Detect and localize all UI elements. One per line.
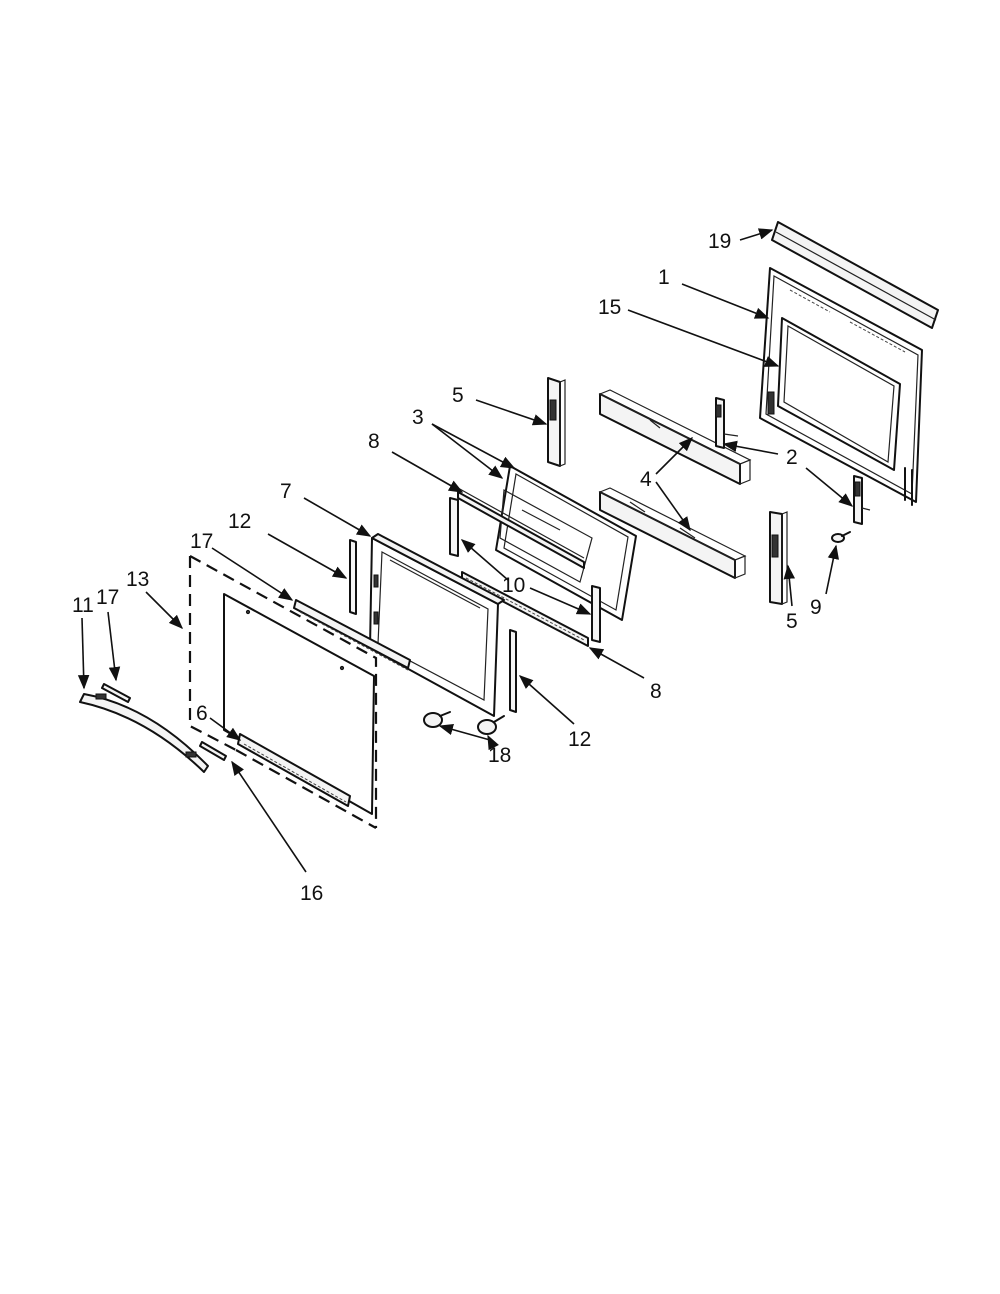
callout-8-lower: 8 <box>650 680 662 703</box>
part-13-door-front-glass <box>223 593 375 815</box>
part-10-spacer-strip-right <box>591 585 601 643</box>
part-19-top-trim <box>771 221 939 329</box>
callout-11: 11 <box>72 594 94 617</box>
callout-4: 4 <box>640 468 652 491</box>
part-1-outer-door-panel <box>759 267 923 506</box>
callout-12-right: 12 <box>568 728 591 751</box>
part-18-screw-left <box>423 711 451 728</box>
leader-lines <box>77 228 854 873</box>
callout-labels: 19 1 15 5 3 8 4 2 7 12 17 13 11 17 10 5 … <box>72 230 822 905</box>
part-12-side-trim-left <box>349 539 357 615</box>
part-8-glass-retainer-upper <box>457 487 585 569</box>
callout-15: 15 <box>598 296 621 319</box>
callout-7: 7 <box>280 480 292 503</box>
part-4-spacer-bar-upper <box>598 389 752 485</box>
callout-8-upper: 8 <box>368 430 380 453</box>
part-12-side-trim-right <box>509 629 517 713</box>
callout-3: 3 <box>412 406 424 429</box>
part-10-spacer-strip-left <box>449 497 459 557</box>
part-5-hinge-bracket-lower <box>769 511 788 605</box>
callout-17-upper: 17 <box>190 530 213 553</box>
callout-5-upper: 5 <box>452 384 464 407</box>
part-16-trim-strip <box>199 741 227 761</box>
part-5-hinge-bracket-upper <box>547 377 566 467</box>
part-7-inner-door-frame <box>369 533 505 717</box>
part-2-hinge-upper <box>715 397 739 449</box>
callout-9: 9 <box>810 596 822 619</box>
callout-19: 19 <box>708 230 731 253</box>
callout-1: 1 <box>658 266 670 289</box>
part-17-trim-strip-upper <box>293 599 411 671</box>
callout-6: 6 <box>196 702 208 725</box>
part-18-screw-right <box>477 715 505 735</box>
callout-12-left: 12 <box>228 510 251 533</box>
part-9-screw <box>831 531 851 543</box>
part-13-door-assembly-outline <box>188 555 378 829</box>
callout-17-lower: 17 <box>96 586 119 609</box>
part-2-hinge-lower <box>853 475 871 525</box>
callout-2: 2 <box>786 446 798 469</box>
part-11-door-handle <box>79 693 209 773</box>
callout-10: 10 <box>502 574 525 597</box>
part-4-spacer-bar-lower <box>598 487 747 579</box>
callout-13: 13 <box>126 568 149 591</box>
part-17-trim-strip-lower <box>101 683 131 703</box>
callout-16: 16 <box>300 882 323 905</box>
callout-18: 18 <box>488 744 511 767</box>
callout-5-lower: 5 <box>786 610 798 633</box>
